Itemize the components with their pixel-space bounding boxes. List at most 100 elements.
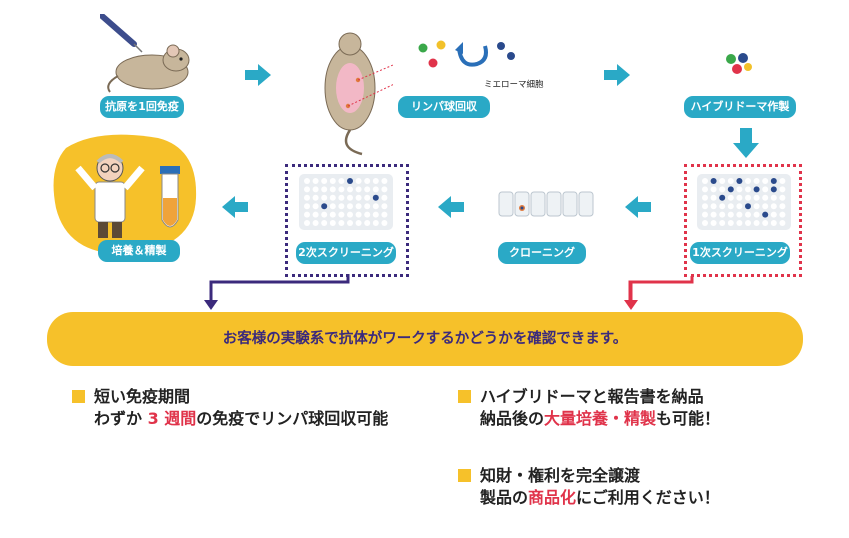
- well: [321, 211, 328, 218]
- well: [355, 194, 362, 201]
- step-lymph-label: リンパ球回収: [398, 96, 490, 118]
- well: [329, 211, 336, 218]
- well: [702, 203, 708, 210]
- well: [347, 203, 353, 210]
- well: [702, 178, 708, 184]
- well: [347, 194, 353, 201]
- well: [727, 178, 734, 184]
- well: [321, 186, 328, 193]
- well: [304, 211, 310, 218]
- feature-deliverables: ハイブリドーマと報告書を納品 納品後の大量培養・精製も可能！: [458, 386, 720, 430]
- well: [381, 220, 388, 226]
- well: [312, 211, 319, 218]
- arrow-left-icon: [438, 196, 464, 218]
- well: [753, 211, 760, 218]
- well: [338, 220, 345, 226]
- well: [364, 220, 371, 226]
- well: [381, 194, 388, 201]
- well: [753, 186, 760, 193]
- well: [770, 186, 777, 193]
- well: [312, 186, 319, 193]
- well: [745, 220, 751, 226]
- well: [710, 194, 717, 201]
- well: [745, 178, 751, 184]
- well: [710, 178, 717, 184]
- well: [338, 186, 345, 193]
- well: [779, 194, 786, 201]
- well: [727, 194, 734, 201]
- well: [727, 203, 734, 210]
- well: [372, 203, 379, 210]
- bullet-square: [458, 469, 471, 482]
- step-cloning-label: クローニング: [498, 242, 586, 264]
- well: [710, 203, 717, 210]
- well: [736, 203, 743, 210]
- well: [727, 186, 734, 193]
- well-plate-icon: [697, 174, 791, 230]
- immunized-mouse-illustration: [100, 14, 190, 93]
- culture-illustration: [53, 134, 197, 255]
- well: [312, 203, 319, 210]
- well: [710, 186, 717, 193]
- well: [304, 178, 310, 184]
- well: [762, 220, 769, 226]
- well: [719, 186, 726, 193]
- well: [372, 186, 379, 193]
- well: [719, 220, 726, 226]
- well: [745, 194, 751, 201]
- well: [770, 194, 777, 201]
- well: [329, 220, 336, 226]
- well: [304, 194, 310, 201]
- well: [364, 194, 371, 201]
- hybridoma-cells-icon: [726, 53, 752, 74]
- arrow-right-icon: [604, 64, 630, 86]
- step-hybridoma-label: ハイブリドーマ作製: [684, 96, 796, 118]
- well: [702, 186, 708, 193]
- well: [372, 220, 379, 226]
- well: [736, 186, 743, 193]
- well: [321, 194, 328, 201]
- well: [364, 203, 371, 210]
- well: [304, 186, 310, 193]
- well: [338, 178, 345, 184]
- well: [710, 211, 717, 218]
- well: [753, 220, 760, 226]
- well: [719, 178, 726, 184]
- well: [355, 178, 362, 184]
- well: [736, 220, 743, 226]
- well: [702, 211, 708, 218]
- well: [321, 203, 328, 210]
- well: [304, 220, 310, 226]
- well: [719, 194, 726, 201]
- step-immunize-label: 抗原を1回免疫: [100, 96, 184, 118]
- well: [719, 203, 726, 210]
- well: [329, 178, 336, 184]
- well: [372, 178, 379, 184]
- well: [372, 211, 379, 218]
- well: [753, 178, 760, 184]
- well: [347, 178, 353, 184]
- well: [779, 220, 786, 226]
- well: [753, 194, 760, 201]
- well: [381, 203, 388, 210]
- well: [736, 194, 743, 201]
- well: [338, 203, 345, 210]
- well: [355, 220, 362, 226]
- arrow-right-icon: [245, 64, 271, 86]
- well: [372, 194, 379, 201]
- well: [364, 186, 371, 193]
- well: [736, 178, 743, 184]
- well: [338, 211, 345, 218]
- arrow-down-icon: [733, 128, 759, 158]
- well: [355, 186, 362, 193]
- well: [702, 194, 708, 201]
- confirmation-banner: お客様の実験系で抗体がワークするかどうかを確認できます。: [47, 312, 803, 366]
- well: [779, 211, 786, 218]
- bullet-square: [72, 390, 85, 403]
- well: [381, 178, 388, 184]
- well: [762, 178, 769, 184]
- well: [702, 220, 708, 226]
- well: [727, 211, 734, 218]
- well: [745, 211, 751, 218]
- well: [364, 211, 371, 218]
